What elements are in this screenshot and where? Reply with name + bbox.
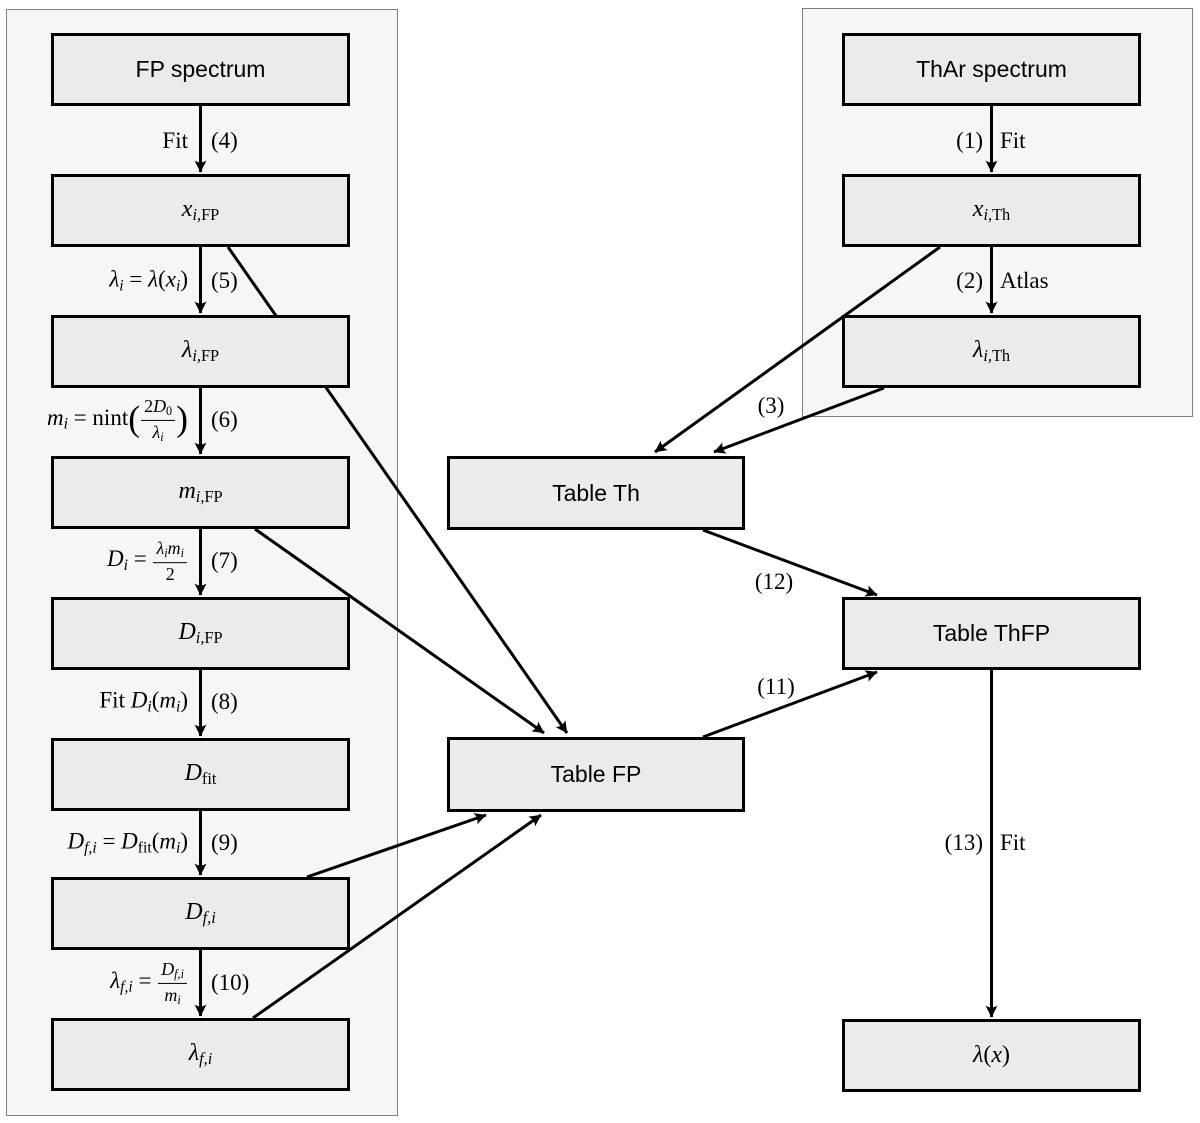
box-d-f-i: Df,i xyxy=(51,877,350,950)
box-fp-spectrum: FP spectrum xyxy=(51,33,350,106)
edge-label-4-word: Fit xyxy=(162,128,188,153)
box-label: Table ThFP xyxy=(932,620,1051,646)
edge-label-2-num: (2) xyxy=(956,268,983,293)
edge-label-1-word: Fit xyxy=(1000,128,1026,153)
box-d-fit: Dfit xyxy=(51,738,350,811)
box-label: λf,i xyxy=(188,1040,213,1068)
box-table-th: Table Th xyxy=(447,456,745,530)
edge-label-6-num: (6) xyxy=(211,407,238,432)
box-label: xi,FP xyxy=(181,196,220,224)
box-x-i-th: xi,Th xyxy=(842,174,1141,247)
box-m-i-fp: mi,FP xyxy=(51,456,350,529)
box-thar-spectrum: ThAr spectrum xyxy=(842,33,1141,106)
box-label: λi,FP xyxy=(181,337,220,365)
box-x-i-fp: xi,FP xyxy=(51,174,350,247)
box-label: λ(x) xyxy=(972,1042,1011,1068)
edge-label-11-num: (11) xyxy=(757,674,795,699)
box-label: FP spectrum xyxy=(135,56,266,82)
box-table-thfp: Table ThFP xyxy=(842,597,1141,670)
box-lambda-i-fp: λi,FP xyxy=(51,315,350,388)
edge-label-9-num: (9) xyxy=(211,830,238,855)
edge-label-9-word: Df,i = Dfit(mi) xyxy=(67,828,188,857)
arrow-mifp-to-tablefp xyxy=(254,527,545,735)
arrow-tablefp-to-tablethfp xyxy=(702,670,878,739)
edge-label-1-num: (1) xyxy=(956,128,983,153)
box-table-fp: Table FP xyxy=(447,737,745,812)
edge-label-12-num: (12) xyxy=(754,569,794,594)
arrow-tableth-to-tablethfp xyxy=(702,528,878,597)
edge-label-2-word: Atlas xyxy=(1000,268,1049,293)
edge-label-13-num: (13) xyxy=(944,830,983,855)
box-label: Table Th xyxy=(552,479,640,506)
box-d-i-fp: Di,FP xyxy=(51,597,350,670)
edge-label-5-word: λi = λ(xi) xyxy=(109,266,188,295)
box-label: mi,FP xyxy=(178,478,223,506)
edge-label-13-word: Fit xyxy=(1000,830,1026,855)
box-label: λi,Th xyxy=(972,337,1011,365)
edge-label-3-num: (3) xyxy=(757,393,785,418)
arrow-dfi-to-tablefp xyxy=(306,813,487,879)
box-lambda-f-i: λf,i xyxy=(51,1018,350,1091)
edge-label-4-num: (4) xyxy=(211,128,238,153)
box-label: Dfit xyxy=(184,760,217,788)
arrow-xith-to-tableth xyxy=(654,245,941,454)
box-label: xi,Th xyxy=(972,196,1011,224)
edge-label-7-num: (7) xyxy=(211,548,238,573)
box-lambda-x: λ(x) xyxy=(842,1019,1141,1092)
arrow-lambdaith-to-tableth xyxy=(713,386,885,454)
edge-label-8-num: (8) xyxy=(211,689,238,714)
edge-label-10-num: (10) xyxy=(211,970,250,995)
box-label: Table FP xyxy=(550,761,642,787)
box-lambda-i-th: λi,Th xyxy=(842,315,1141,388)
box-label: Di,FP xyxy=(178,619,223,647)
box-label: Df,i xyxy=(185,899,216,927)
edge-label-8-word: Fit Di(mi) xyxy=(99,687,188,716)
box-label: ThAr spectrum xyxy=(916,56,1067,82)
arrow-lambdafi-to-tablefp xyxy=(252,813,542,1020)
edge-label-5-num: (5) xyxy=(211,268,238,293)
